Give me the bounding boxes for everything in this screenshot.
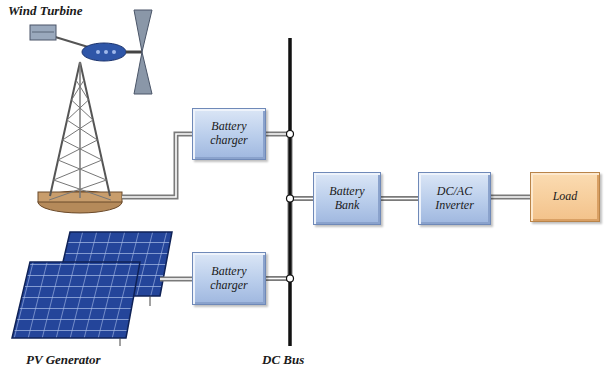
box-text: Load	[553, 190, 578, 204]
bus-junction	[287, 195, 294, 202]
bus-junction	[287, 275, 294, 282]
component-label: Wind Turbine	[8, 3, 83, 19]
charger-box: Battery charger	[192, 108, 266, 160]
box-text: DC/AC Inverter	[424, 185, 485, 213]
box-text: Battery charger	[198, 265, 260, 293]
dc-bus-bar	[289, 38, 292, 346]
connector-line	[491, 196, 530, 198]
load-box: Load	[530, 172, 600, 222]
connector	[491, 197, 530, 198]
pv-generator	[12, 232, 172, 346]
connector-line	[381, 198, 418, 200]
battery-box: Battery Bank	[313, 172, 381, 225]
charger-box: Battery charger	[192, 252, 266, 305]
connector-line	[491, 195, 530, 200]
bus-label: DC Bus	[262, 352, 304, 368]
bus-junction	[287, 131, 294, 138]
inverter-box: DC/AC Inverter	[418, 172, 491, 225]
component-label: PV Generator	[26, 352, 101, 368]
wind-turbine	[30, 10, 152, 213]
source-wire	[122, 134, 192, 279]
connector-line	[381, 196, 418, 201]
box-text: Battery charger	[198, 120, 260, 148]
connector	[381, 198, 418, 199]
dc-bus-bar	[289, 38, 292, 346]
box-text: Battery Bank	[319, 185, 375, 213]
